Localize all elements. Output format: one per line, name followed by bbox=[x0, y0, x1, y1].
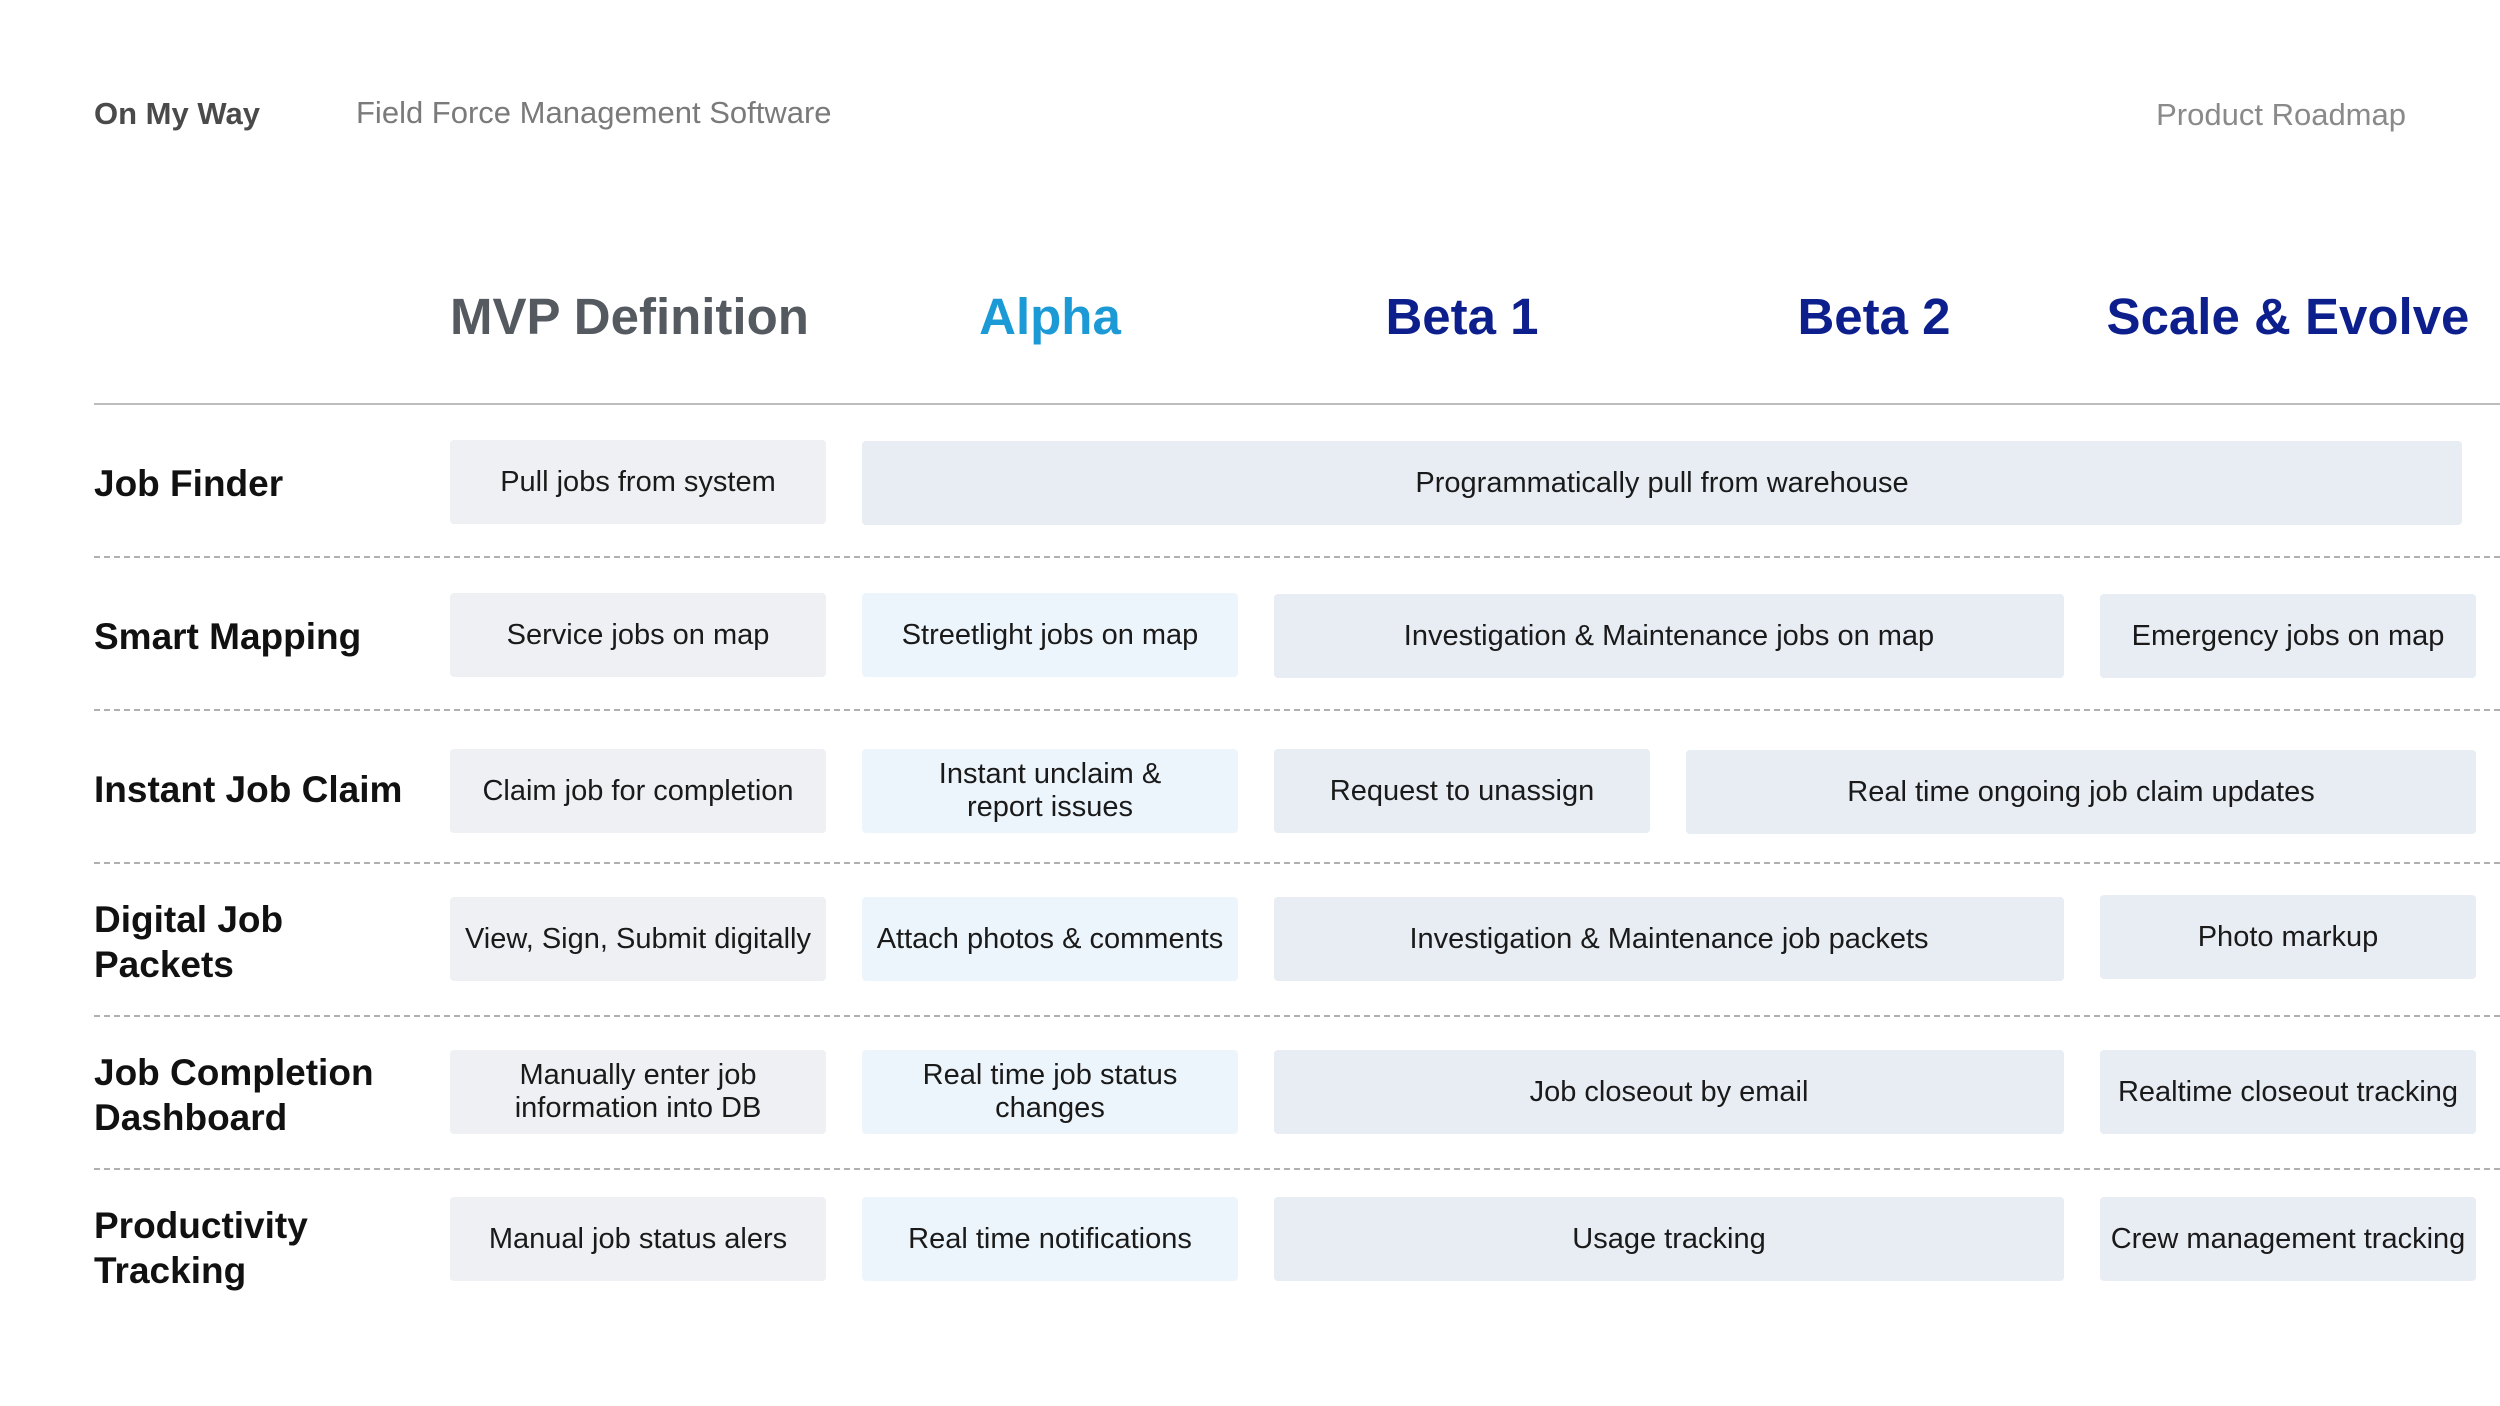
roadmap-cell: Real time ongoing job claim updates bbox=[1686, 750, 2476, 834]
row-label-job-completion-dashboard: Job Completion Dashboard bbox=[94, 1052, 374, 1138]
roadmap-cell: Job closeout by email bbox=[1274, 1050, 2064, 1134]
roadmap-cell: Realtime closeout tracking bbox=[2100, 1050, 2476, 1134]
phase-beta-1: Beta 1 bbox=[1385, 288, 1539, 345]
phase-beta-2: Beta 2 bbox=[1797, 288, 1951, 345]
roadmap-cell: Attach photos & comments bbox=[862, 897, 1238, 981]
row-divider bbox=[94, 1168, 2500, 1170]
roadmap-cell: Pull jobs from system bbox=[450, 440, 826, 524]
roadmap-cell: Service jobs on map bbox=[450, 593, 826, 677]
row-label-digital-job-packets: Digital Job Packets bbox=[94, 899, 284, 985]
roadmap-cell: Claim job for completion bbox=[450, 749, 826, 833]
phase-mvp-definition: MVP Definition bbox=[450, 288, 809, 345]
roadmap-cell: Instant unclaim & report issues bbox=[862, 749, 1238, 833]
row-divider bbox=[94, 1015, 2500, 1017]
roadmap-cell: Photo markup bbox=[2100, 895, 2476, 979]
row-label-productivity-tracking: Productivity Tracking bbox=[94, 1205, 308, 1291]
roadmap-cell: Manually enter job information into DB bbox=[450, 1050, 826, 1134]
row-divider bbox=[94, 709, 2500, 711]
phase-scale-evolve: Scale & Evolve bbox=[2106, 288, 2470, 345]
roadmap-cell: Investigation & Maintenance job packets bbox=[1274, 897, 2064, 981]
brand-name: On My Way bbox=[94, 96, 260, 131]
row-divider bbox=[94, 862, 2500, 864]
roadmap-cell: Real time job status changes bbox=[862, 1050, 1238, 1134]
roadmap-cell: Emergency jobs on map bbox=[2100, 594, 2476, 678]
roadmap-cell: Crew management tracking bbox=[2100, 1197, 2476, 1281]
roadmap-cell: Usage tracking bbox=[1274, 1197, 2064, 1281]
roadmap-cell: Investigation & Maintenance jobs on map bbox=[1274, 594, 2064, 678]
row-label-instant-job-claim: Instant Job Claim bbox=[94, 768, 403, 810]
row-divider bbox=[94, 556, 2500, 558]
roadmap-cell: Streetlight jobs on map bbox=[862, 593, 1238, 677]
product-subtitle: Field Force Management Software bbox=[356, 95, 832, 130]
header-divider bbox=[94, 403, 2500, 405]
phase-alpha: Alpha bbox=[979, 288, 1121, 345]
roadmap-cell: Manual job status alers bbox=[450, 1197, 826, 1281]
roadmap-cell: Request to unassign bbox=[1274, 749, 1650, 833]
roadmap-cell: Real time notifications bbox=[862, 1197, 1238, 1281]
row-label-smart-mapping: Smart Mapping bbox=[94, 615, 362, 657]
roadmap-cell: Programmatically pull from warehouse bbox=[862, 441, 2462, 525]
document-title: Product Roadmap bbox=[2156, 97, 2406, 132]
roadmap-cell: View, Sign, Submit digitally bbox=[450, 897, 826, 981]
row-label-job-finder: Job Finder bbox=[94, 462, 284, 504]
